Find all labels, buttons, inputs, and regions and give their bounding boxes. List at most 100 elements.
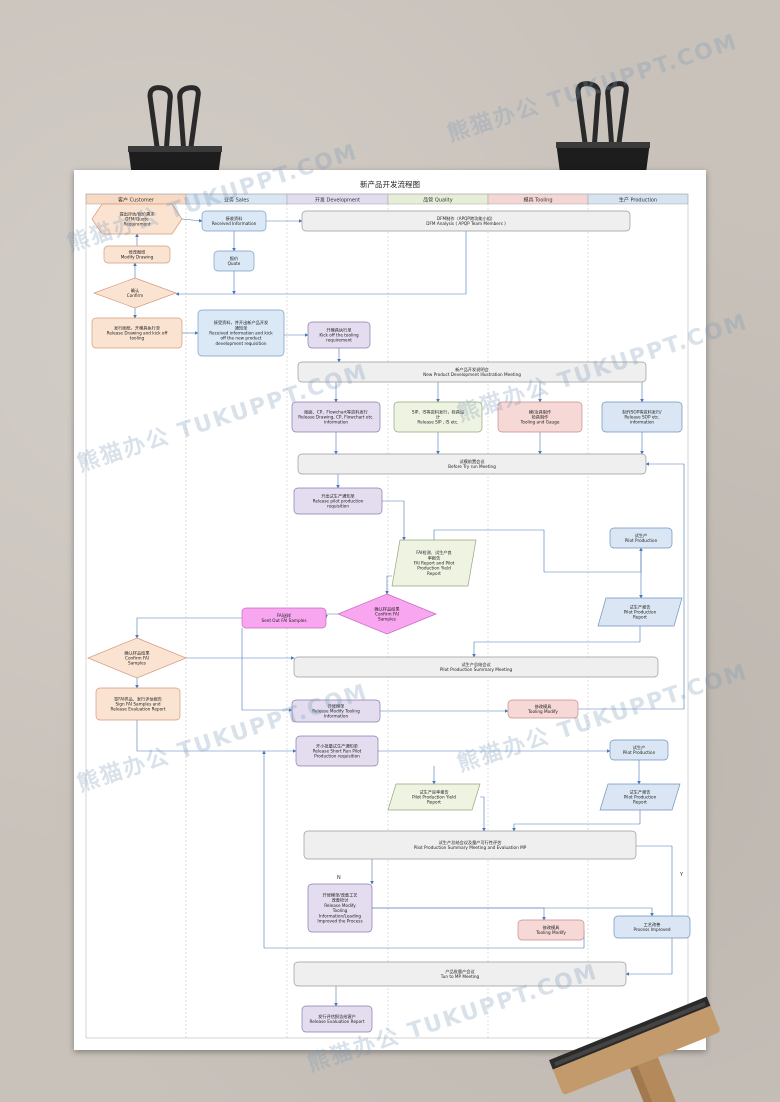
node-text-line: off the new product xyxy=(220,336,261,341)
connector-26 xyxy=(472,626,641,658)
node-text-line: 改善检讨 xyxy=(332,897,349,904)
node-text-line: Release Short Run Pilot xyxy=(313,748,362,753)
node-text-line: Report xyxy=(633,800,647,805)
node-text-line: Sent Out FAI Samples xyxy=(261,618,306,623)
node-dfm-analysis: DFM制作（APQP跨功能小组）DFM Analysis ( APQP Team… xyxy=(301,210,631,232)
node-text-line: 修改图纸 xyxy=(129,248,147,255)
connector-39 xyxy=(372,907,546,921)
node-text-line: 修改模具 xyxy=(535,703,553,710)
connector-25 xyxy=(135,617,242,639)
connector-24 xyxy=(324,613,338,619)
node-text-line: 试生产总结会议 xyxy=(461,661,491,668)
node-text-line: tooling xyxy=(130,336,145,341)
node-text-line: Confirm FAI xyxy=(125,655,149,660)
connector-42 xyxy=(625,845,673,976)
node-text-line: Quote xyxy=(228,261,241,266)
node-text-line: 检具制作 xyxy=(532,413,550,420)
node-text-line: 计 xyxy=(436,413,440,420)
node-text-line: Received information and kick xyxy=(209,330,273,335)
connector-41 xyxy=(262,750,585,949)
node-text-line: development requisition xyxy=(215,341,266,346)
connector-31 xyxy=(578,462,685,710)
lane-label-4: 模具 Tooling xyxy=(523,197,552,204)
node-text-line: 率报告 xyxy=(428,554,441,561)
node-text-line: Before Try run Meeting xyxy=(448,464,496,469)
lane-frame xyxy=(85,193,689,1039)
node-text-line: 制作SOP等资料发行/ xyxy=(622,408,662,415)
node-text-line: requisition xyxy=(327,504,349,509)
lane-label-1: 业务 Sales xyxy=(224,197,249,204)
node-text-line: 发行图纸，开模具执行单 xyxy=(114,324,160,331)
connector-40 xyxy=(372,907,654,917)
node-text-line: Release SIP , IS etc. xyxy=(417,420,458,425)
lane-label-3: 品管 Quality xyxy=(423,197,452,204)
node-text-line: 发行评估报告给客户 xyxy=(318,1013,356,1020)
node-text-line: Samples xyxy=(128,661,146,666)
document-title: 新产品开发流程图 xyxy=(360,179,420,189)
node-text-line: 图面、CP、Flowchart等资料发行 xyxy=(304,408,368,415)
node-text-line: FAI检测、试生产良 xyxy=(416,549,451,556)
node-text-line: Pilot Production xyxy=(625,538,658,543)
node-text-line: 试生产报告 xyxy=(630,603,651,610)
node-text-line: Information xyxy=(324,714,349,719)
node-text-line: Release Drawing, CP, Flowchart etc. xyxy=(298,414,374,419)
node-text-line: Pilot Production xyxy=(623,750,656,755)
node-text-line: Report xyxy=(633,615,647,620)
node-text-line: FAI Report and Pilot xyxy=(414,560,455,565)
node-text-line: FAI送样 xyxy=(277,612,292,619)
node-text-line: 修改模具 xyxy=(543,924,561,931)
connector-20 xyxy=(382,500,406,541)
node-text-line: 新产品开发说明会 xyxy=(455,366,489,373)
node-text-line: Pilot Production xyxy=(624,794,657,799)
node-text-line: 通知单 xyxy=(235,324,248,331)
node-text-line: Improved the Process xyxy=(317,918,362,923)
node-text-line: Confirm xyxy=(127,293,144,298)
node-text-line: 模/治具制作 xyxy=(529,408,552,415)
node-text-line: Tun to MP Meeting xyxy=(440,974,480,979)
node-text-line: Pilot Production Summary Meeting xyxy=(440,667,513,672)
node-text-line: Report xyxy=(427,800,441,805)
node-text-line: New Product Development Illustration Mee… xyxy=(423,372,521,377)
node-text-line: Confirm FAI xyxy=(375,611,399,616)
connector-0 xyxy=(181,218,203,223)
connector-3 xyxy=(175,231,467,296)
node-text-line: Modify Drawing xyxy=(121,255,154,260)
lane-label-5: 生产 Production xyxy=(619,197,657,204)
node-text-line: 产品批量产会议 xyxy=(445,968,475,975)
connector-23 xyxy=(385,575,392,595)
node-text-line: 开修模单 xyxy=(328,702,345,709)
node-text-line: Pilot Production Yield xyxy=(412,794,456,799)
node-text-line: 开模具执行单 xyxy=(326,326,351,333)
node-text-line: Tooling and Gauge xyxy=(520,420,560,425)
node-text-line: Kick off the tooling xyxy=(319,332,359,337)
node-text-line: 接收资料 xyxy=(226,215,244,222)
node-text-line: 试生产 xyxy=(635,532,648,539)
connector-37 xyxy=(512,810,641,832)
